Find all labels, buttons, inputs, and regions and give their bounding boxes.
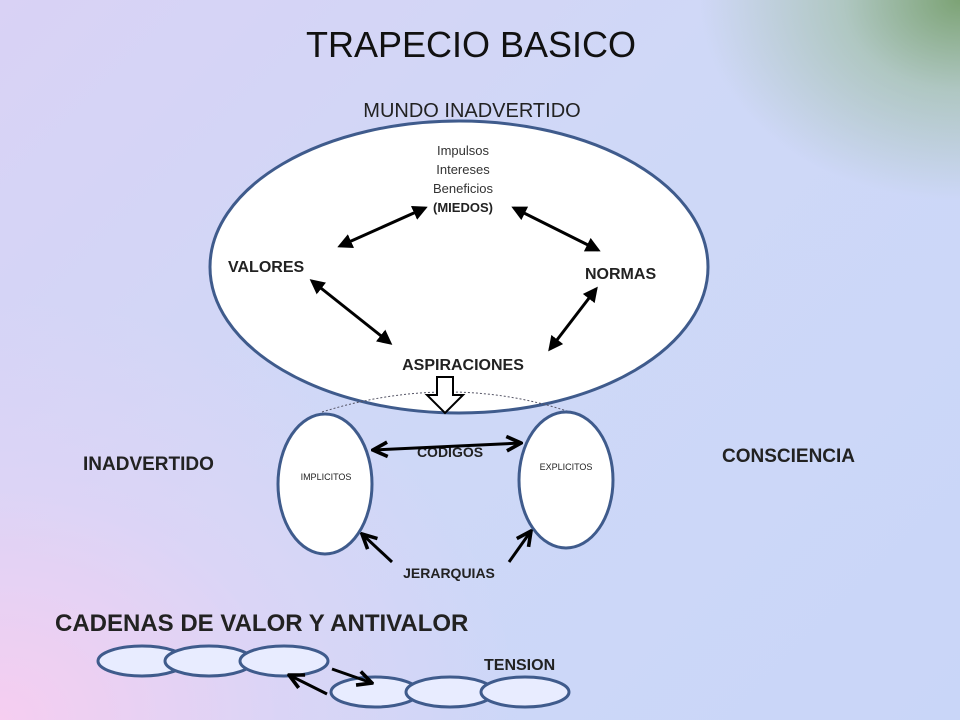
cadenas-heading: CADENAS DE VALOR Y ANTIVALOR <box>55 610 468 637</box>
chain-link <box>479 675 571 709</box>
chain-link <box>238 644 330 678</box>
explicitos-ellipse <box>517 410 615 550</box>
arrow-valores-miedos <box>337 206 428 248</box>
consciencia-label: CONSCIENCIA <box>722 446 855 467</box>
tension-label: TENSION <box>484 657 555 674</box>
implicitos-label: IMPLICITOS <box>301 472 352 482</box>
arrow-codigos <box>373 443 521 450</box>
arrow-tension-left <box>289 675 328 696</box>
arrow-miedos-normas <box>511 206 601 252</box>
implicitos-ellipse <box>276 412 374 556</box>
page-title: TRAPECIO BASICO <box>306 24 636 65</box>
center-line-impulsos: Impulsos <box>437 143 490 158</box>
arrow-tension-right <box>331 667 372 683</box>
down-block-arrow <box>424 376 466 415</box>
normas-label: NORMAS <box>585 266 656 283</box>
arrow-jerarquias-left <box>362 534 394 564</box>
jerarquias-label: JERARQUIAS <box>403 565 495 581</box>
center-line-beneficios: Beneficios <box>433 181 493 196</box>
center-line-intereses: Intereses <box>436 162 490 177</box>
explicitos-label: EXPLICITOS <box>540 462 593 472</box>
inadvertido-label: INADVERTIDO <box>83 454 214 475</box>
arrow-jerarquias-right <box>507 531 531 563</box>
chain-upper <box>96 644 330 678</box>
center-line-miedos: (MIEDOS) <box>433 200 493 215</box>
valores-label: VALORES <box>228 259 304 276</box>
arrow-normas-aspiraciones <box>548 286 598 352</box>
mundo-inadvertido-heading: MUNDO INADVERTIDO <box>363 100 580 122</box>
arrow-valores-aspiraciones <box>309 279 393 345</box>
aspiraciones-label: ASPIRACIONES <box>402 357 524 374</box>
chain-lower <box>329 675 571 709</box>
